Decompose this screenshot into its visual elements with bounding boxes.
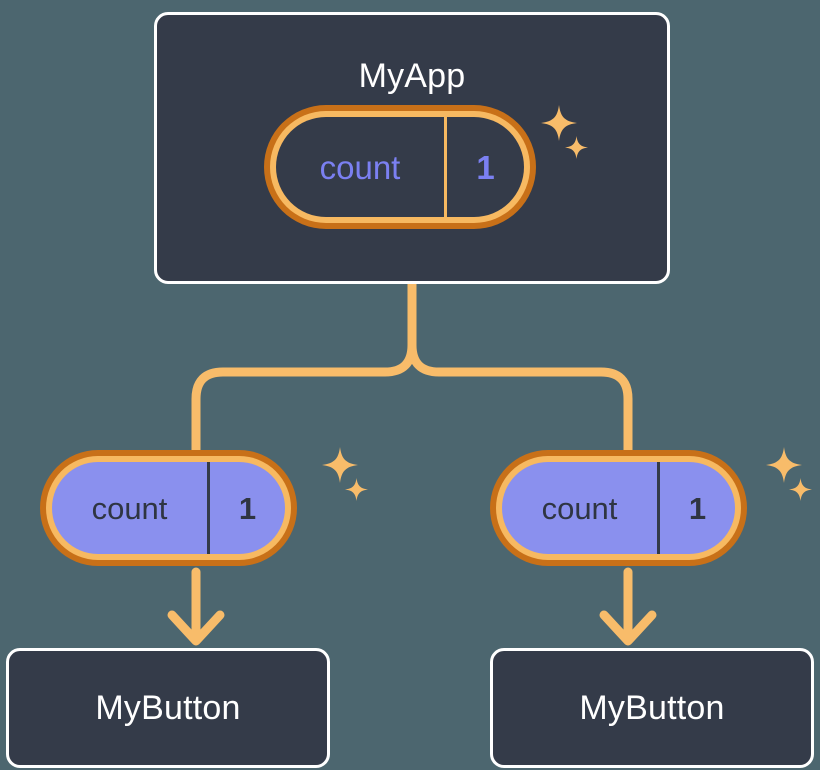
pill-outer-ring: count 1 xyxy=(490,450,747,566)
state-value-label: 1 xyxy=(207,462,285,554)
sparkle-icon xyxy=(322,447,358,483)
state-key-label: count xyxy=(541,490,618,526)
button-left-component[interactable]: MyButton xyxy=(6,648,330,768)
pill-outer-ring: count 1 xyxy=(40,450,297,566)
state-pill-button-left[interactable]: count 1 xyxy=(40,450,297,566)
pill-body: count 1 xyxy=(502,462,735,554)
state-pill-myapp[interactable]: count 1 xyxy=(264,105,536,229)
button-left-title: MyButton xyxy=(95,689,241,727)
sparkle-icon xyxy=(766,447,802,483)
state-value-label: 1 xyxy=(657,462,735,554)
wire-to-left-pill xyxy=(191,279,417,475)
pill-body: count 1 xyxy=(276,117,524,217)
state-value-label: 1 xyxy=(444,117,524,217)
myapp-title: MyApp xyxy=(358,57,466,95)
sparkle-small-icon xyxy=(565,136,588,159)
sparkle-small-icon xyxy=(345,478,368,501)
state-pill-button-right[interactable]: count 1 xyxy=(490,450,747,566)
state-key-label: count xyxy=(319,148,401,186)
button-right-component[interactable]: MyButton xyxy=(490,648,814,768)
sparkle-small-icon xyxy=(789,478,812,501)
state-key-label: count xyxy=(91,490,168,526)
arrow-down-icon-left xyxy=(167,610,225,646)
arrow-down-icon-right xyxy=(599,610,657,646)
pill-inner-ring: count 1 xyxy=(270,111,530,223)
wire-to-right-pill xyxy=(407,279,633,475)
sparkle-icon xyxy=(541,105,577,141)
pill-outer-ring: count 1 xyxy=(264,105,536,229)
pill-inner-ring: count 1 xyxy=(46,456,291,560)
pill-inner-ring: count 1 xyxy=(496,456,741,560)
button-right-title: MyButton xyxy=(579,689,725,727)
pill-body: count 1 xyxy=(52,462,285,554)
